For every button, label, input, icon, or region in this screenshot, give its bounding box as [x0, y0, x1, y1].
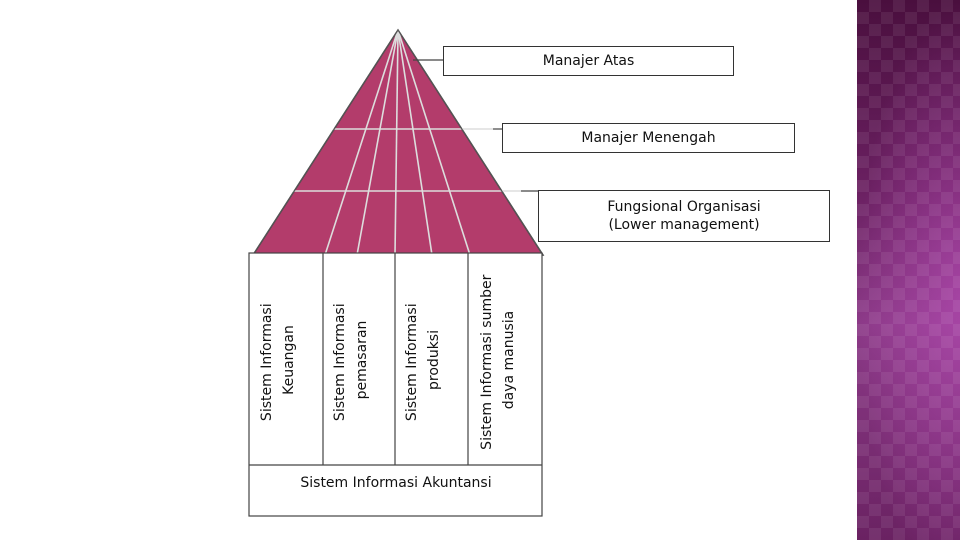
system-columns: Sistem Informasi Keuangan Sistem Informa…	[248, 252, 543, 517]
base-label: Sistem Informasi Akuntansi	[300, 475, 491, 491]
column-keuangan: Sistem Informasi Keuangan	[259, 299, 297, 421]
level-connectors	[413, 59, 538, 192]
column-produksi: Sistem Informasi produksi	[404, 299, 442, 421]
column-pemasaran: Sistem Informasi pemasaran	[332, 299, 370, 421]
column-sdm: Sistem Informasi sumber daya manusia	[479, 270, 517, 450]
level-middle-manager: Manajer Menengah	[502, 123, 795, 153]
level-lower-management: Fungsional Organisasi (Lower management)	[538, 190, 830, 242]
level-top-manager: Manajer Atas	[443, 46, 734, 76]
decorative-side-panel	[857, 0, 960, 540]
pyramid-grid	[293, 29, 521, 256]
